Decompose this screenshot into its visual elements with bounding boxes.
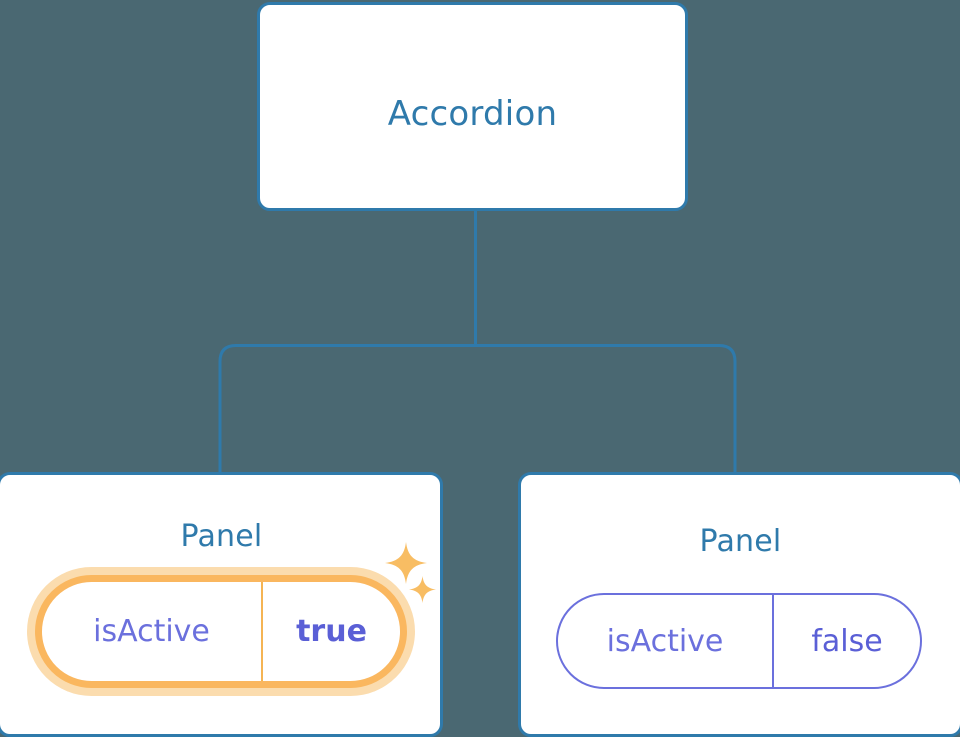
sparkle-large-icon <box>385 542 427 584</box>
prop-value-false: false <box>772 595 920 687</box>
prop-key-isactive: isActive <box>606 623 724 659</box>
node-panel-left-title: Panel <box>180 519 263 554</box>
edge-bus-to-panel-right <box>475 344 737 472</box>
node-accordion[interactable]: Accordion <box>257 2 688 211</box>
prop-pill-isactive-false[interactable]: isActive false <box>556 593 922 689</box>
prop-key-isactive: isActive <box>93 614 210 649</box>
prop-value-true: true <box>261 582 400 681</box>
prop-pill-isactive-true[interactable]: isActive true <box>35 575 407 688</box>
node-panel-right-title: Panel <box>699 524 782 559</box>
edge-bus-to-panel-left <box>218 344 476 472</box>
sparkle-small-icon <box>409 576 436 603</box>
node-accordion-title: Accordion <box>387 94 558 134</box>
